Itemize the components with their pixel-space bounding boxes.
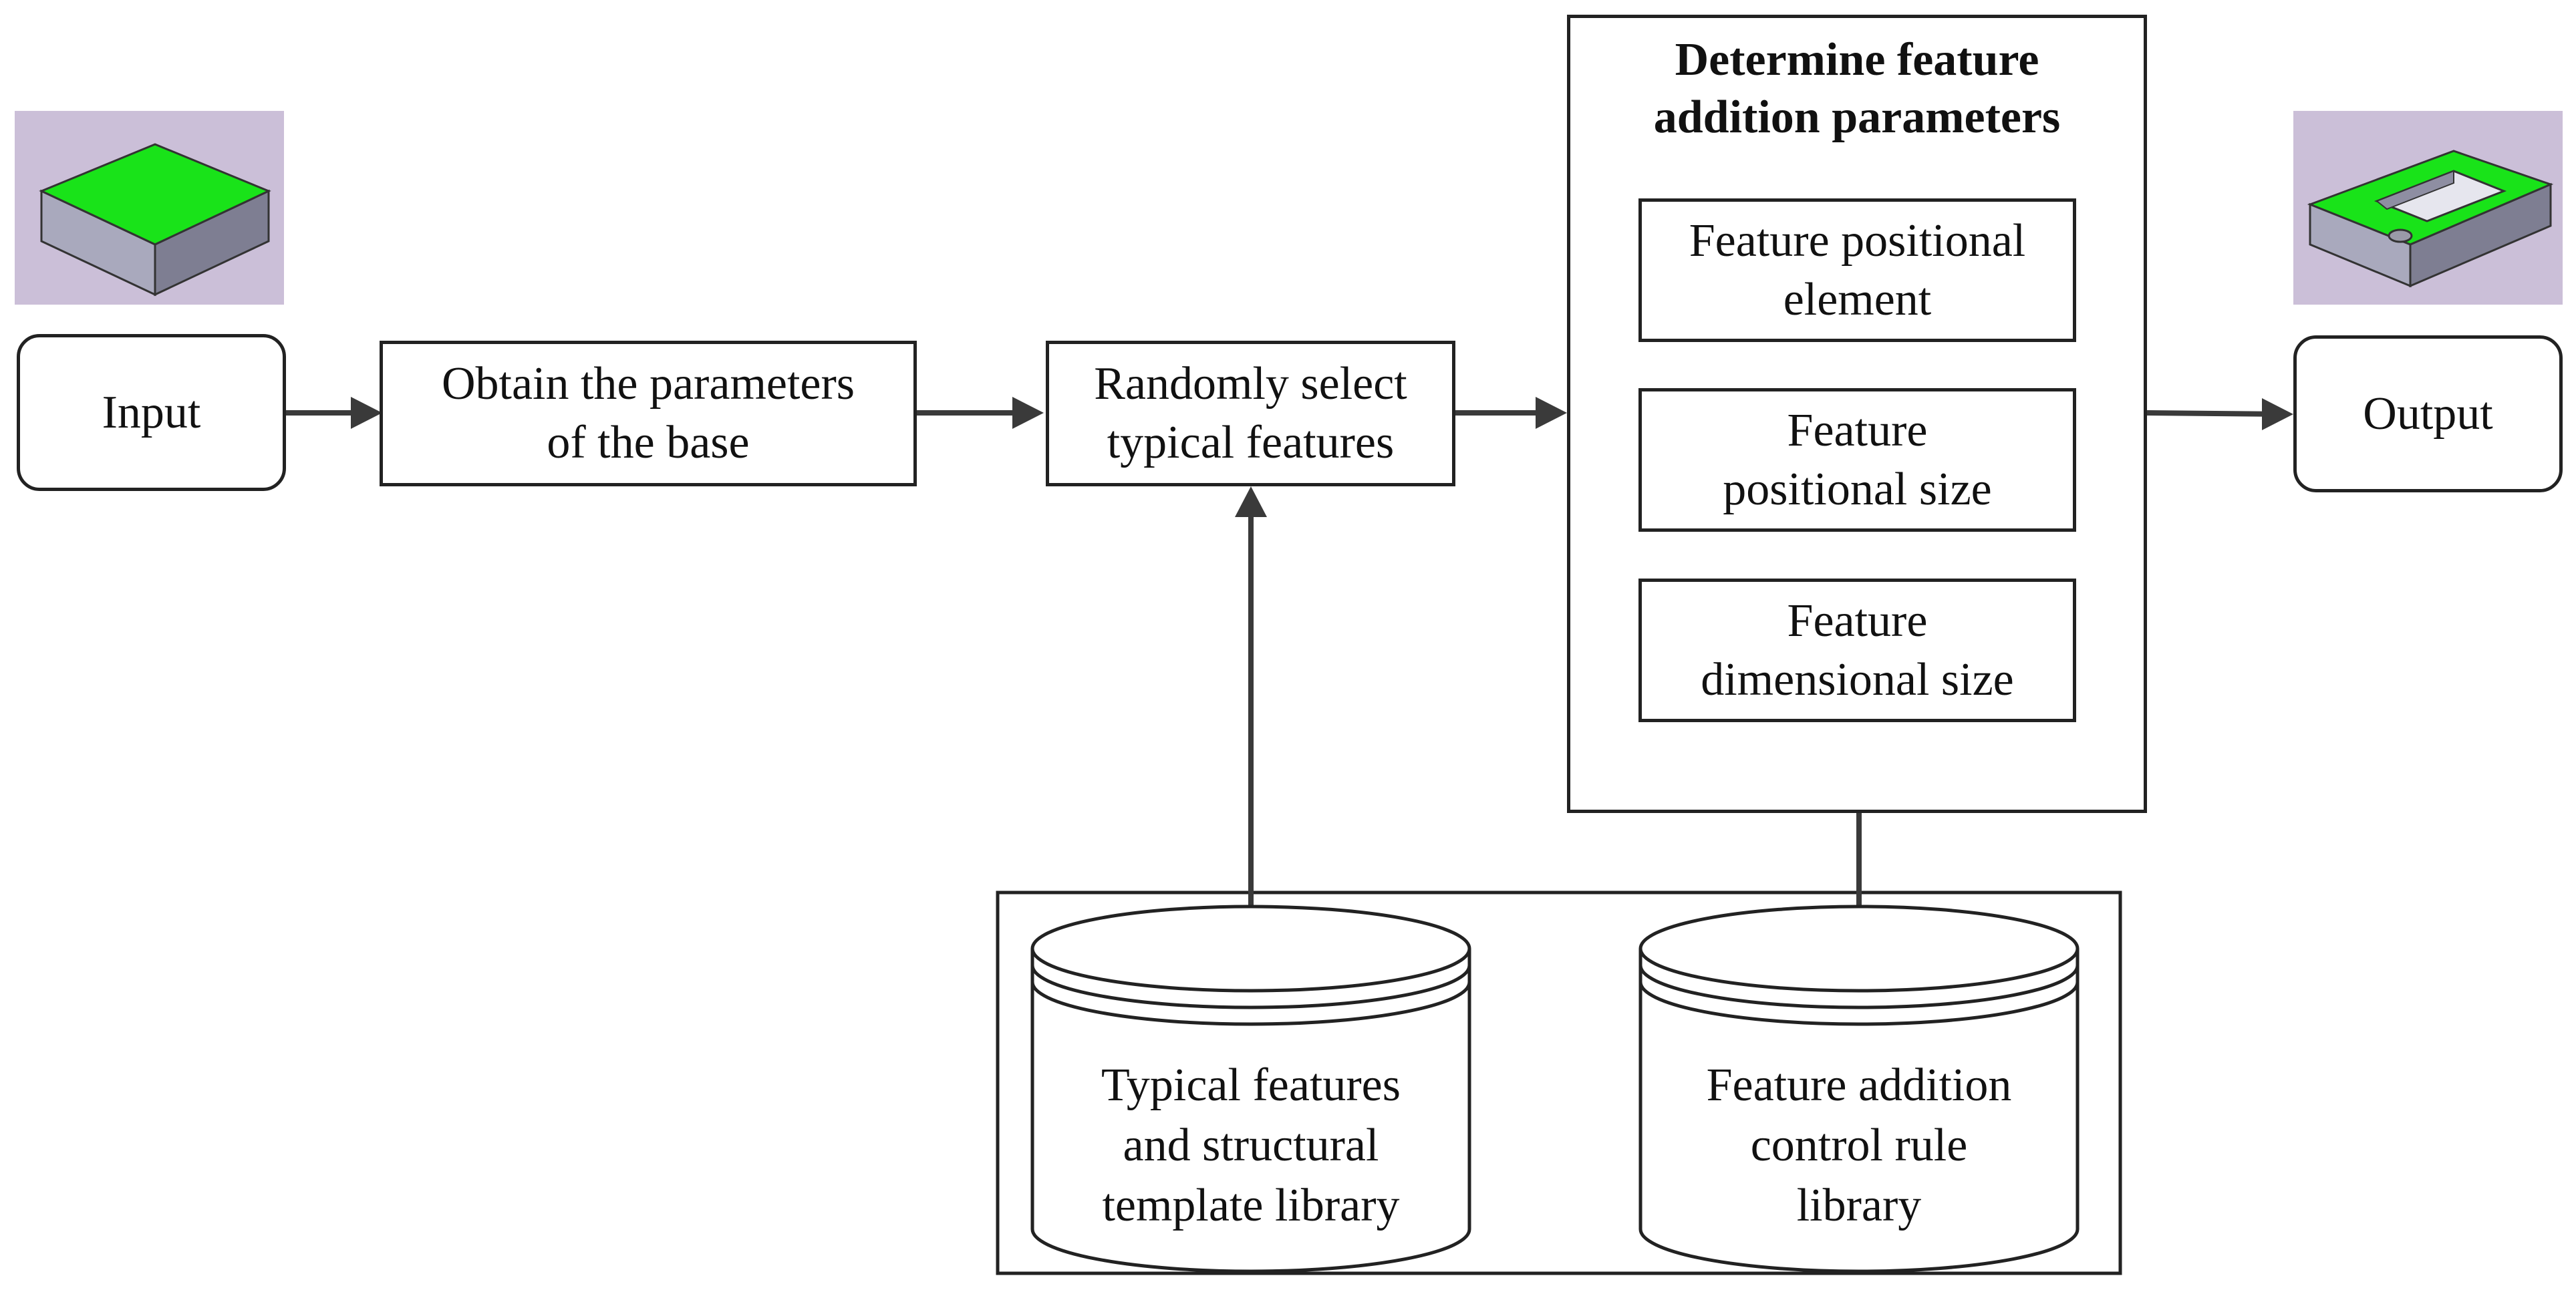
feature-dimensional-size-box: Feature dimensional size [1638,579,2076,722]
select-features-box: Randomly select typical features [1046,341,1455,486]
determine-title-line-1: Determine feature [1675,34,2039,86]
arrowhead-obtain-to-select [1012,397,1044,429]
library1-line-3: template library [1102,1180,1400,1231]
determine-title-line-2: addition parameters [1653,92,2061,143]
input-label: Input [102,386,201,438]
database-cylinder-1 [1030,905,1471,1273]
database-cylinder-2 [1638,905,2080,1273]
arrowhead-determine-to-output [2262,398,2293,430]
select-line-1: Randomly select [1094,358,1407,410]
output-terminal: Output [2293,335,2563,492]
obtain-base-parameters-box: Obtain the parameters of the base [380,341,917,486]
library2-line-1: Feature addition [1706,1060,2012,1111]
item2-line-1: Feature [1787,404,1928,456]
library1-line-1: Typical features [1101,1060,1401,1111]
obtain-line-2: of the base [547,417,750,468]
library1-line-2: and structural [1123,1120,1379,1171]
feature-positional-element-box: Feature positional element [1638,198,2076,342]
arrowhead-input-to-obtain [351,397,382,429]
obtain-line-1: Obtain the parameters [441,358,855,410]
item2-line-2: positional size [1723,463,1992,515]
arrowhead-select-to-determine [1536,397,1567,429]
library2-line-2: control rule [1750,1120,1968,1171]
item1-line-2: element [1783,273,1932,325]
library-group-frame [996,891,2122,1275]
item3-line-2: dimensional size [1701,653,2014,705]
item1-line-1: Feature positional [1689,214,2026,267]
library-2-label: Feature addition control rule library [1640,1056,2078,1236]
input-block-thumbnail [15,111,284,305]
output-label: Output [2363,387,2493,440]
item3-line-1: Feature [1787,595,1928,647]
library2-line-3: library [1796,1180,1922,1231]
select-line-2: typical features [1107,417,1395,468]
determine-title: Determine feature addition parameters [1654,31,2061,146]
arrowhead-library1-to-select [1235,486,1267,517]
feature-positional-size-box: Feature positional size [1638,388,2076,532]
input-terminal: Input [17,334,286,491]
library-1-label: Typical features and structural template… [1032,1056,1469,1236]
output-block-thumbnail [2293,111,2563,305]
